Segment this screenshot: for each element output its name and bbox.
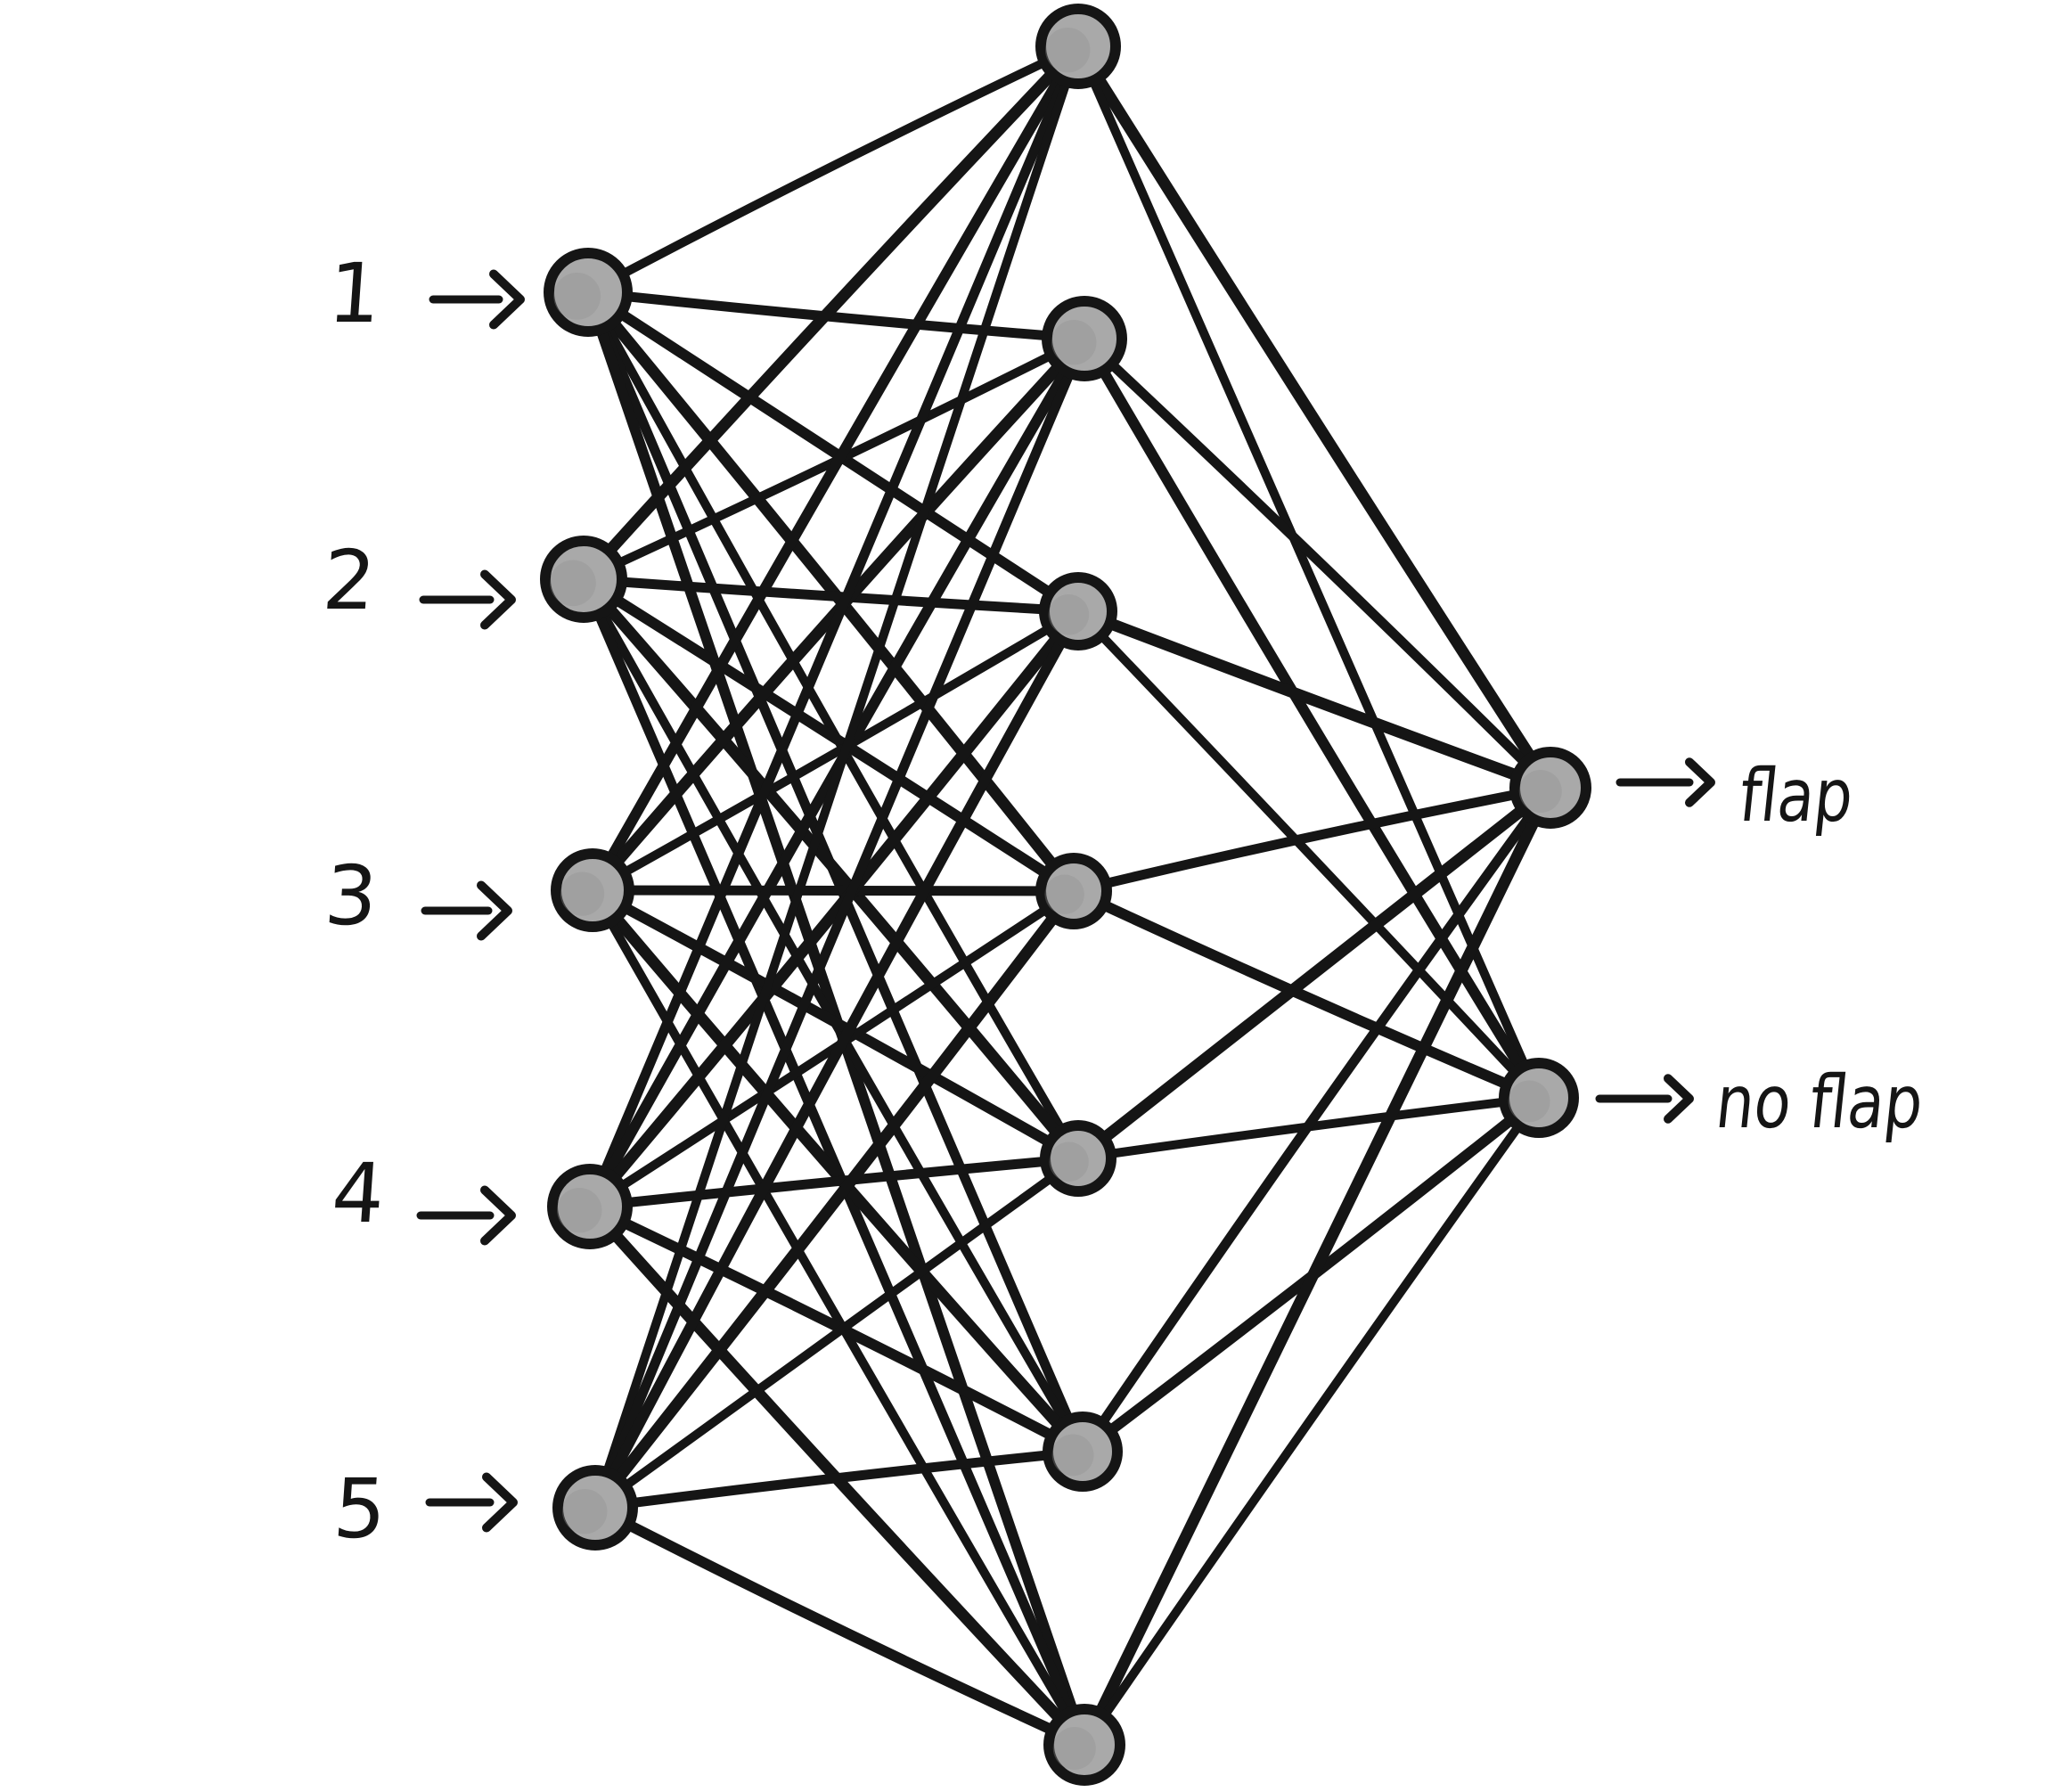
edge-h7-o2 bbox=[1080, 1093, 1543, 1749]
input-arrow-1-head bbox=[489, 269, 525, 330]
edge-i3-h3 bbox=[588, 607, 1083, 895]
input-arrow-2-head bbox=[480, 569, 516, 630]
edge-i5-h1 bbox=[591, 42, 1083, 1512]
hidden-node-5 bbox=[1040, 1120, 1116, 1197]
edge-i5-h2 bbox=[590, 333, 1090, 1513]
node-shade bbox=[1045, 28, 1091, 73]
edge-i4-h3 bbox=[584, 605, 1084, 1213]
edge-i3-h4 bbox=[587, 885, 1079, 896]
edge-h2-o1 bbox=[1079, 333, 1556, 793]
output-label-flap: flap bbox=[1735, 754, 1858, 839]
edge-h6-o1 bbox=[1077, 782, 1556, 1457]
edge-h1-o2 bbox=[1074, 42, 1543, 1102]
hidden-node-3 bbox=[1039, 572, 1117, 651]
edge-h1-o1 bbox=[1072, 40, 1557, 794]
edge-i5-h5 bbox=[591, 1154, 1083, 1512]
edge-i1-h1 bbox=[584, 42, 1083, 297]
node-shade bbox=[557, 1188, 602, 1233]
hidden-node-2 bbox=[1042, 296, 1127, 381]
edge-i1-h3 bbox=[583, 287, 1084, 617]
hidden-node-4 bbox=[1035, 853, 1112, 929]
node-shade bbox=[1048, 594, 1090, 635]
edge-i3-h5 bbox=[587, 885, 1084, 1164]
edge-h2-o2 bbox=[1079, 333, 1544, 1103]
input-node-4 bbox=[547, 1164, 633, 1249]
node-shade bbox=[562, 1489, 608, 1534]
edge-i3-h6 bbox=[586, 884, 1089, 1458]
edge-i2-h4 bbox=[578, 574, 1079, 896]
edge-i3-h7 bbox=[588, 886, 1089, 1749]
input-node-1 bbox=[544, 248, 633, 337]
input-node-2 bbox=[540, 536, 627, 623]
input-arrow-4-head bbox=[480, 1185, 516, 1246]
node-shade bbox=[1049, 1141, 1089, 1182]
edge-i4-h1 bbox=[585, 41, 1084, 1212]
input-label-5: 5 bbox=[331, 1461, 390, 1557]
hidden-node-1 bbox=[1035, 4, 1121, 89]
edge-i4-h6 bbox=[585, 1201, 1088, 1457]
input-arrow-3-head bbox=[477, 880, 512, 941]
edge-h7-o1 bbox=[1078, 781, 1557, 1751]
edge-i5-h4 bbox=[589, 885, 1080, 1514]
input-arrow-5-head bbox=[482, 1472, 518, 1533]
edge-i4-h5 bbox=[585, 1153, 1084, 1212]
output-node-no-flap bbox=[1499, 1058, 1579, 1138]
edge-h5-o1 bbox=[1072, 781, 1557, 1165]
edge-i1-h4 bbox=[582, 286, 1080, 897]
edge-i4-h4 bbox=[585, 887, 1078, 1211]
input-label-1: 1 bbox=[325, 246, 385, 341]
input-label-3: 3 bbox=[322, 848, 381, 944]
node-shade bbox=[1518, 770, 1562, 813]
edge-i5-h6 bbox=[590, 1446, 1088, 1513]
hidden-node-6 bbox=[1043, 1412, 1123, 1492]
edge-h3-o2 bbox=[1074, 607, 1543, 1102]
input-node-3 bbox=[551, 848, 634, 932]
node-shade bbox=[1051, 320, 1097, 365]
edge-h4-o2 bbox=[1068, 886, 1544, 1103]
input-label-4: 4 bbox=[329, 1146, 389, 1241]
node-shade bbox=[550, 560, 596, 607]
node-shade bbox=[1051, 1434, 1094, 1477]
output-arrow-no-flap-head bbox=[1664, 1074, 1694, 1124]
edge-i3-h1 bbox=[587, 41, 1084, 896]
edge-i5-h7 bbox=[590, 1502, 1090, 1750]
edge-i2-h5 bbox=[577, 573, 1084, 1165]
output-node-flap bbox=[1509, 747, 1591, 829]
edge-i1-h5 bbox=[584, 288, 1083, 1163]
hidden-node-7 bbox=[1043, 1704, 1125, 1786]
edge-i2-h1 bbox=[577, 40, 1084, 585]
edge-h4-o1 bbox=[1068, 782, 1556, 896]
input-label-2: 2 bbox=[320, 533, 380, 628]
node-shade bbox=[1044, 874, 1084, 914]
output-label-no-flap: no flap bbox=[1712, 1060, 1927, 1145]
input-node-5 bbox=[552, 1465, 638, 1551]
node-shade bbox=[1052, 1727, 1096, 1770]
node-shade bbox=[1508, 1080, 1550, 1123]
edge-h3-o1 bbox=[1072, 605, 1557, 794]
edge-i1-h2 bbox=[583, 287, 1090, 344]
node-shade bbox=[560, 871, 605, 916]
edge-i2-h3 bbox=[578, 574, 1084, 617]
edge-i2-h7 bbox=[578, 574, 1090, 1750]
output-arrow-flap-head bbox=[1685, 757, 1715, 807]
node-shade bbox=[553, 273, 601, 320]
edge-i5-h3 bbox=[590, 606, 1084, 1513]
